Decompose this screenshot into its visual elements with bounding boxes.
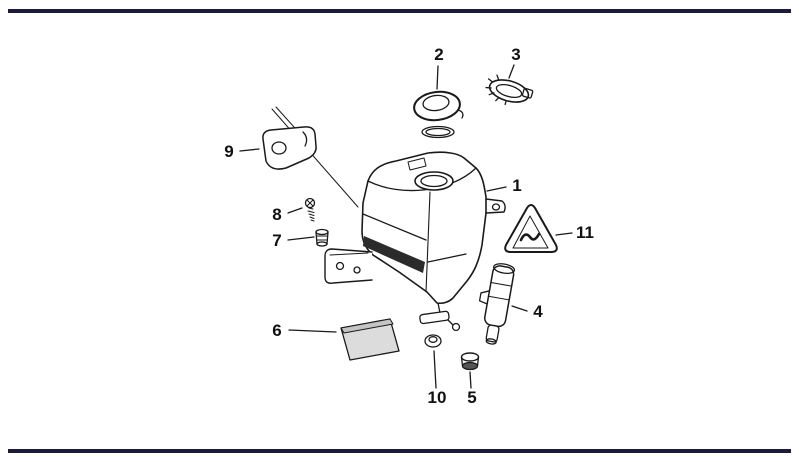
screw-drawing	[304, 197, 316, 222]
callout-4[interactable]: 4	[533, 302, 543, 321]
washer-pump-drawing	[478, 263, 516, 345]
connector-strip-drawing	[419, 310, 461, 332]
grommet-drawing	[460, 352, 480, 371]
callout-5[interactable]: 5	[467, 388, 477, 407]
leader-line-6	[288, 329, 337, 333]
tank-lower-crease	[427, 253, 467, 263]
flange-hole-2	[353, 266, 361, 274]
callout-2[interactable]: 2	[434, 45, 444, 64]
bottom-rule	[8, 449, 791, 453]
callout-9[interactable]: 9	[224, 142, 234, 161]
leader-line-7	[287, 236, 315, 241]
bracket-cover-drawing	[262, 106, 359, 208]
cap-seal-ring	[421, 125, 455, 139]
callout-7[interactable]: 7	[272, 231, 282, 250]
leader-line-9	[239, 148, 260, 152]
leader-line-1	[486, 186, 507, 192]
filler-neck	[414, 171, 454, 191]
bracket-hole	[271, 141, 287, 155]
leader-lines	[239, 64, 573, 389]
clamp-ring-drawing	[485, 74, 534, 106]
seal-ring-drawing	[424, 334, 442, 348]
callout-6[interactable]: 6	[272, 321, 282, 340]
tank-side-crease	[362, 213, 427, 241]
ear-hole	[491, 203, 501, 211]
tank-front-edge	[425, 191, 431, 293]
tank-shaded-band	[363, 236, 425, 273]
filler-cap-drawing	[413, 90, 464, 139]
callout-11[interactable]: 11	[576, 223, 594, 242]
flange-hole-1	[335, 261, 345, 271]
bracket-flange	[324, 248, 373, 284]
leader-line-4	[511, 305, 528, 312]
callout-8[interactable]: 8	[272, 205, 282, 224]
callout-3[interactable]: 3	[511, 45, 521, 64]
pump-nozzle	[485, 324, 500, 343]
leader-line-3	[508, 64, 515, 79]
callout-10[interactable]: 10	[427, 388, 447, 407]
mounting-ear	[485, 198, 506, 214]
warning-symbol	[519, 232, 541, 242]
tank-top-crease	[367, 167, 477, 192]
leader-line-8	[287, 207, 303, 214]
tank-outlet-stub	[437, 302, 441, 314]
leader-line-5	[469, 371, 472, 389]
warning-triangle-drawing	[504, 204, 558, 253]
callout-1[interactable]: 1	[512, 176, 522, 195]
leader-line-2	[436, 65, 439, 90]
top-rule	[8, 9, 791, 13]
leader-line-10	[433, 350, 437, 389]
expansion-rivet-drawing	[315, 228, 329, 247]
foam-pad-drawing	[340, 318, 400, 361]
tank-top-boss	[407, 157, 427, 171]
reservoir-tank-drawing	[324, 151, 506, 314]
pump-nipple	[478, 289, 492, 305]
tank-body	[361, 151, 487, 305]
leader-line-11	[555, 232, 573, 236]
connector-pin	[451, 322, 461, 332]
